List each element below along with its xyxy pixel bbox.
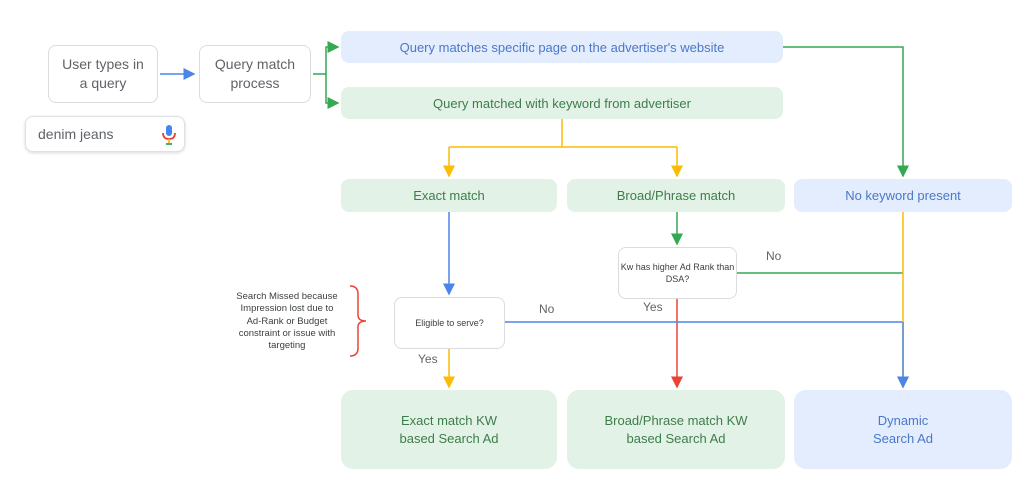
user-types-query-box: User types in a query: [48, 45, 158, 103]
eligible-to-serve-box: Eligible to serve?: [394, 297, 505, 349]
query-match-process-box: Query match process: [199, 45, 311, 103]
eligible-yes-label: Yes: [418, 352, 438, 366]
broad-phrase-match-box: Broad/Phrase match: [567, 179, 785, 212]
no-keyword-present-box: No keyword present: [794, 179, 1012, 212]
query-matches-page-box: Query matches specific page on the adver…: [341, 31, 783, 63]
search-value: denim jeans: [38, 126, 114, 142]
rank-yes-label: Yes: [643, 300, 663, 314]
broad-phrase-search-ad-box: Broad/Phrase match KW based Search Ad: [567, 390, 785, 469]
query-matched-keyword-box: Query matched with keyword from advertis…: [341, 87, 783, 119]
search-input[interactable]: denim jeans: [25, 116, 185, 152]
arrow-page-to-no-keyword: [783, 46, 909, 178]
search-missed-note: Search Missed because Impression lost du…: [236, 291, 338, 352]
dynamic-search-ad-box: Dynamic Search Ad: [794, 390, 1012, 469]
arrow-keyword-to-split: [449, 119, 677, 148]
ad-rank-decision-box: Kw has higher Ad Rank than DSA?: [618, 247, 737, 299]
missed-bracket: [349, 285, 367, 357]
arrow-process-to-page: [313, 41, 340, 75]
arrow-process-to-keyword: [325, 74, 340, 109]
exact-match-box: Exact match: [341, 179, 557, 212]
microphone-icon[interactable]: [160, 124, 178, 146]
rank-no-label: No: [766, 249, 782, 263]
eligible-no-label: No: [539, 302, 555, 316]
exact-match-search-ad-box: Exact match KW based Search Ad: [341, 390, 557, 469]
